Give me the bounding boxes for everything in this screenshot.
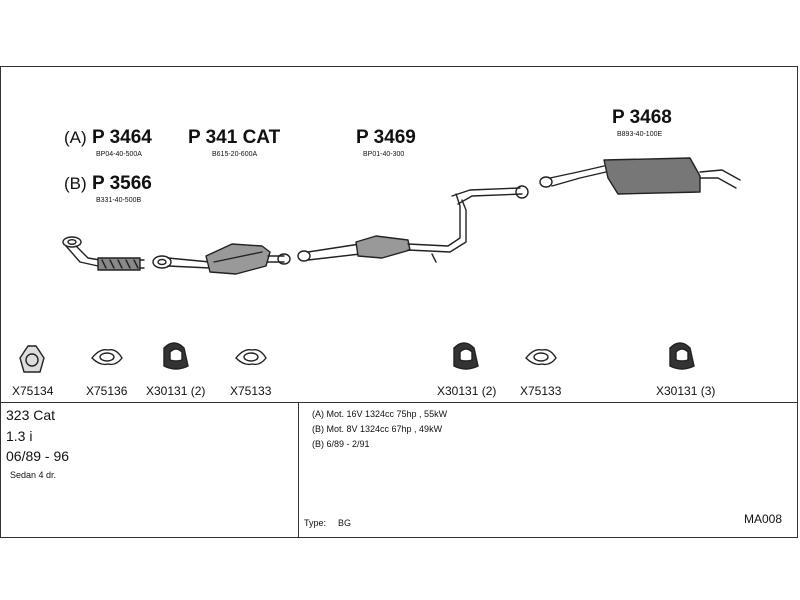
fitting-2-icon xyxy=(91,348,123,366)
type-label: Type: xyxy=(304,518,327,528)
middle-pipe-icon xyxy=(297,185,529,263)
spec-line-1: (A) Mot. 16V 1324cc 75hp , 55kW xyxy=(312,409,448,419)
vehicle-body: Sedan 4 dr. xyxy=(10,470,57,480)
fitting-4-icon xyxy=(235,348,267,366)
cat-part-ref: B615-20-600A xyxy=(212,151,258,158)
diagram-code: MA008 xyxy=(744,512,783,526)
info-divider-horizontal xyxy=(0,402,798,403)
cat-part-number: P 341 CAT xyxy=(188,127,281,148)
part-b-prefix: (B) xyxy=(64,174,87,193)
type-value: BG xyxy=(338,518,352,528)
rear-silencer-icon xyxy=(539,157,741,195)
fitting-1-icon xyxy=(19,345,45,373)
fitting-4-code: X75133 xyxy=(230,384,272,398)
spec-line-2: (B) Mot. 8V 1324cc 67hp , 49kW xyxy=(312,424,443,434)
spec-line-3: (B) 6/89 - 2/91 xyxy=(312,439,370,449)
rear-part-ref: B893-40-100E xyxy=(617,131,663,138)
vehicle-years: 06/89 - 96 xyxy=(6,448,70,464)
fitting-7-code: X30131 (3) xyxy=(656,384,716,398)
part-a-ref: BP04-40-500A xyxy=(96,151,142,158)
front-pipe-icon xyxy=(62,236,145,271)
mid-part-number: P 3469 xyxy=(356,127,416,148)
fitting-3-icon xyxy=(163,342,189,370)
fitting-2-code: X75136 xyxy=(86,384,128,398)
vehicle-model: 323 Cat xyxy=(6,407,56,423)
info-divider-vertical xyxy=(298,402,299,538)
part-a-prefix: (A) xyxy=(64,128,87,147)
diagram-frame xyxy=(0,66,798,538)
mid-part-ref: BP01-40-300 xyxy=(363,151,405,158)
part-b-ref: B331-40-500B xyxy=(96,197,142,204)
catalytic-converter-icon xyxy=(152,243,291,275)
fitting-3-code: X30131 (2) xyxy=(146,384,206,398)
fitting-1-code: X75134 xyxy=(12,384,54,398)
part-b-number: P 3566 xyxy=(92,173,152,194)
fitting-5-code: X30131 (2) xyxy=(437,384,497,398)
part-a-number: P 3464 xyxy=(92,127,152,148)
fitting-6-code: X75133 xyxy=(520,384,562,398)
fitting-6-icon xyxy=(525,348,557,366)
rear-part-number: P 3468 xyxy=(612,107,672,128)
vehicle-engine: 1.3 i xyxy=(6,428,33,444)
fitting-7-icon xyxy=(669,342,695,370)
fitting-5-icon xyxy=(453,342,479,370)
